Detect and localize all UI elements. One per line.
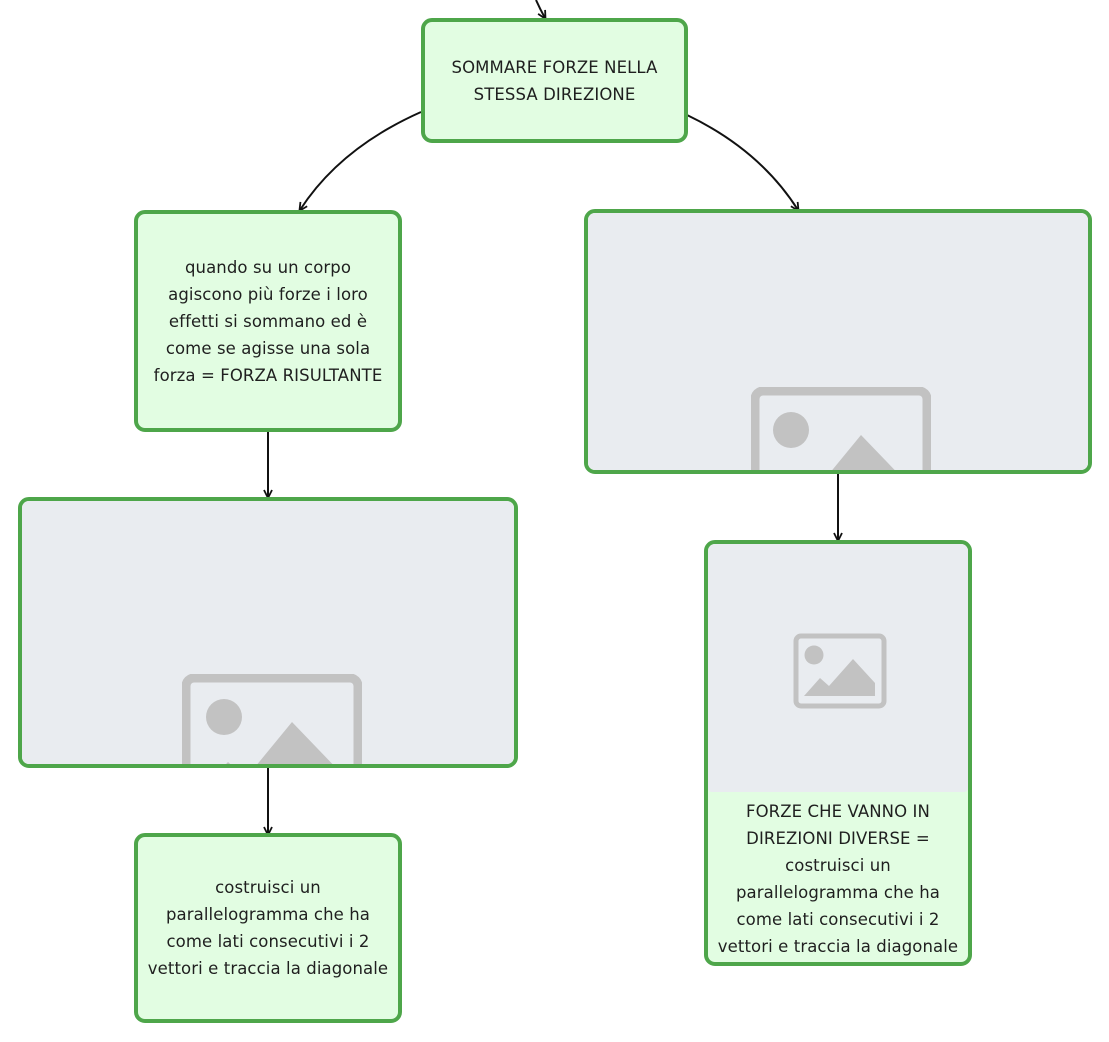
image-placeholder-icon — [793, 633, 887, 709]
node-image-right[interactable] — [584, 209, 1092, 474]
node-text-line: come lati consecutivi i 2 — [166, 932, 370, 951]
node-text-line: vettori e traccia la diagonale — [717, 937, 959, 956]
node-text-line: forza = FORZA RISULTANTE — [153, 365, 383, 385]
node-text-line: come se agisse una sola — [165, 338, 371, 358]
node-text-line: costruisci un — [215, 878, 321, 897]
node-image-left[interactable] — [18, 497, 518, 768]
node-text-line: STESSA DIREZIONE — [473, 84, 636, 104]
node-forze-direzioni-diverse[interactable]: FORZE CHE VANNO IN DIREZIONI DIVERSE = c… — [704, 540, 972, 966]
connector-incoming-top — [535, 0, 545, 18]
image-placeholder-icon — [182, 674, 362, 764]
image-placeholder — [588, 213, 1088, 470]
node-text-line: agiscono più forze i loro — [168, 284, 368, 304]
connector-top-to-definition — [300, 111, 422, 210]
node-text-line: parallelogramma che ha — [735, 883, 941, 902]
image-placeholder-icon — [751, 387, 931, 470]
node-text-line: come lati consecutivi i 2 — [736, 910, 940, 929]
node-text-line: parallelogramma che ha — [165, 905, 371, 924]
image-placeholder — [708, 544, 968, 792]
node-definition[interactable]: quando su un corpo agiscono più forze i … — [134, 210, 402, 432]
node-text-line: vettori e traccia la diagonale — [147, 959, 389, 978]
node-text-line: DIREZIONI DIVERSE = — [746, 829, 930, 848]
connector-top-to-right-image — [686, 114, 798, 210]
node-text-line: FORZE CHE VANNO IN — [746, 802, 930, 821]
node-text-line: SOMMARE FORZE NELLA — [451, 57, 658, 77]
image-placeholder — [22, 501, 514, 764]
node-text-line: costruisci un — [785, 856, 891, 875]
node-text-line: effetti si sommano ed è — [168, 311, 368, 331]
node-text-line: quando su un corpo — [184, 257, 352, 277]
node-costruisci-parallelogramma[interactable]: costruisci un parallelogramma che ha com… — [134, 833, 402, 1023]
node-sommare-forze[interactable]: SOMMARE FORZE NELLA STESSA DIREZIONE — [421, 18, 688, 143]
